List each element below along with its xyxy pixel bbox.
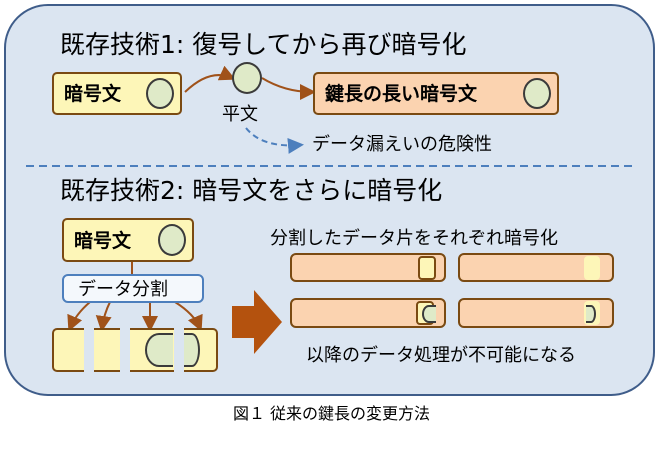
- processing-impossible-note: 以降のデータ処理が不可能になる: [306, 345, 576, 366]
- data-ellipse: [158, 224, 186, 256]
- data-split-box: データ分割: [62, 274, 204, 303]
- encrypted-piece: [290, 253, 446, 282]
- fragment-chip: [584, 301, 600, 325]
- split-arrow-2: [95, 301, 112, 332]
- fragment-chip: [584, 256, 600, 280]
- data-ellipse: [146, 78, 174, 109]
- data-ellipse-right-half: [586, 305, 596, 323]
- fragment-gap: [174, 324, 184, 376]
- leak-arrow: [245, 127, 304, 154]
- section2-heading: 既存技術2: 暗号文をさらに暗号化: [60, 176, 443, 205]
- section1-cipher-label: 暗号文: [64, 83, 122, 105]
- figure-caption: 図１ 従来の鍵長の変更方法: [232, 404, 431, 423]
- long-key-cipher-label: 鍵長の長い暗号文: [325, 83, 478, 105]
- big-right-arrow: [232, 290, 282, 354]
- data-ellipse: [523, 78, 551, 109]
- encrypted-piece: [458, 298, 614, 328]
- data-split-label: データ分割: [78, 279, 168, 300]
- fragment-chip: [418, 256, 436, 280]
- fragment-chip: [416, 301, 436, 325]
- fragment-gap: [84, 324, 94, 376]
- split-encrypt-note: 分割したデータ片をそれぞれ暗号化: [270, 228, 558, 249]
- fragment-gap: [120, 324, 130, 376]
- plaintext-ellipse: [232, 62, 262, 94]
- long-key-cipher-box: 鍵長の長い暗号文: [313, 72, 559, 115]
- section2-cipher-label: 暗号文: [74, 230, 132, 252]
- section2-cipher-box: 暗号文: [62, 218, 194, 262]
- data-ellipse-left-half: [145, 333, 173, 367]
- split-arrow-4: [174, 301, 203, 332]
- split-arrow-1: [67, 301, 91, 332]
- plaintext-label: 平文: [222, 104, 258, 125]
- encrypt-to-plain-arrow: [184, 65, 236, 93]
- plain-to-longkey-arrow: [261, 77, 316, 100]
- encrypted-piece: [458, 253, 614, 282]
- section1-cipher-box: 暗号文: [52, 72, 182, 115]
- encrypted-piece: [290, 298, 446, 328]
- leak-risk-note: データ漏えいの危険性: [312, 134, 492, 155]
- data-ellipse-right-half: [184, 333, 200, 367]
- data-ellipse-left-half: [422, 305, 436, 323]
- section1-heading: 既存技術1: 復号してから再び暗号化: [60, 30, 467, 59]
